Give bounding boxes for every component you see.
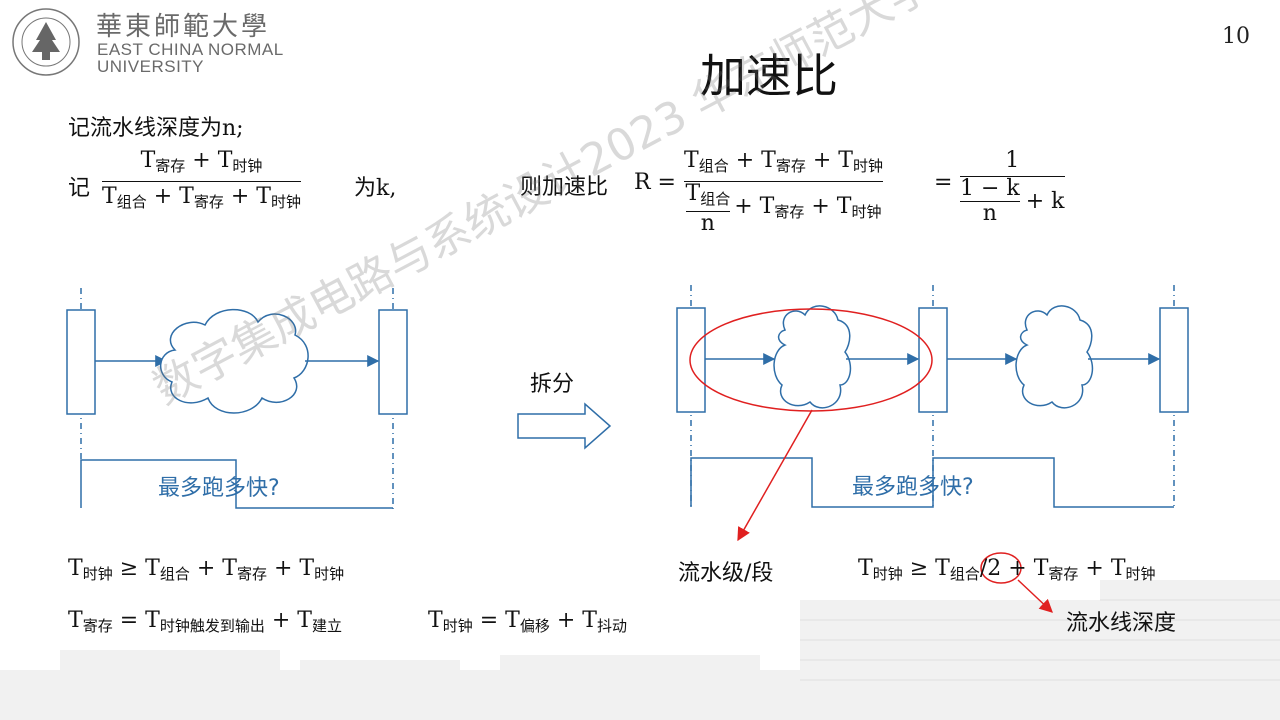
pipelined-clock-constraint-equation: T时钟 ≥ T组合/2 + T寄存 + T时钟	[858, 556, 1156, 584]
stage-label: 流水级/段	[678, 555, 773, 587]
split-arrow	[518, 404, 610, 448]
register-right-1	[677, 308, 705, 412]
clock-delay-equation: T时钟 = T偏移 + T抖动	[428, 608, 627, 636]
depth-pointer-arrow	[1018, 580, 1052, 612]
left-question-label: 最多跑多快?	[158, 470, 280, 502]
register-delay-equation: T寄存 = T时钟触发到输出 + T建立	[68, 608, 342, 636]
split-label: 拆分	[530, 366, 574, 398]
register-right-3	[1160, 308, 1188, 412]
depth-label: 流水线深度	[1066, 605, 1176, 637]
stage-pointer-arrow	[738, 410, 812, 540]
register-left-2	[379, 310, 407, 414]
register-left-1	[67, 310, 95, 414]
right-question-label: 最多跑多快?	[852, 469, 974, 501]
register-right-2	[919, 308, 947, 412]
combinational-logic-cloud-half	[774, 306, 850, 408]
combinational-logic-cloud-half	[1016, 306, 1092, 408]
clock-constraint-equation: T时钟 ≥ T组合 + T寄存 + T时钟	[68, 556, 344, 584]
